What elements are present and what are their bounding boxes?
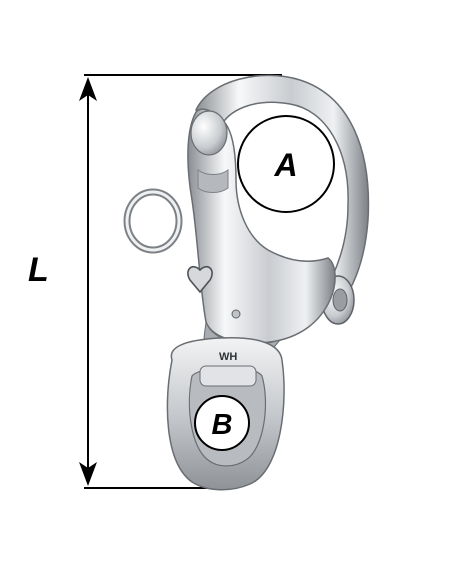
opening-a-marker: A (237, 115, 335, 213)
brand-logo: WH (219, 351, 237, 363)
shackle-body (187, 108, 336, 344)
length-dimension: L (28, 74, 282, 489)
plunger-knob (190, 110, 228, 156)
opening-b-marker: B (194, 395, 250, 451)
plunger-groove (197, 169, 229, 193)
opening-b-label: B (212, 409, 233, 441)
heart-engraving (187, 265, 213, 294)
opening-a-circle (237, 115, 335, 213)
opening-b-circle (194, 395, 250, 451)
rivet (231, 309, 241, 319)
split-ring-icon (123, 188, 183, 254)
opening-a-label: A (273, 147, 297, 183)
length-label: L (28, 251, 49, 289)
snap-shackle-illustration: WH (123, 74, 370, 491)
double-arrow-icon (79, 77, 97, 486)
